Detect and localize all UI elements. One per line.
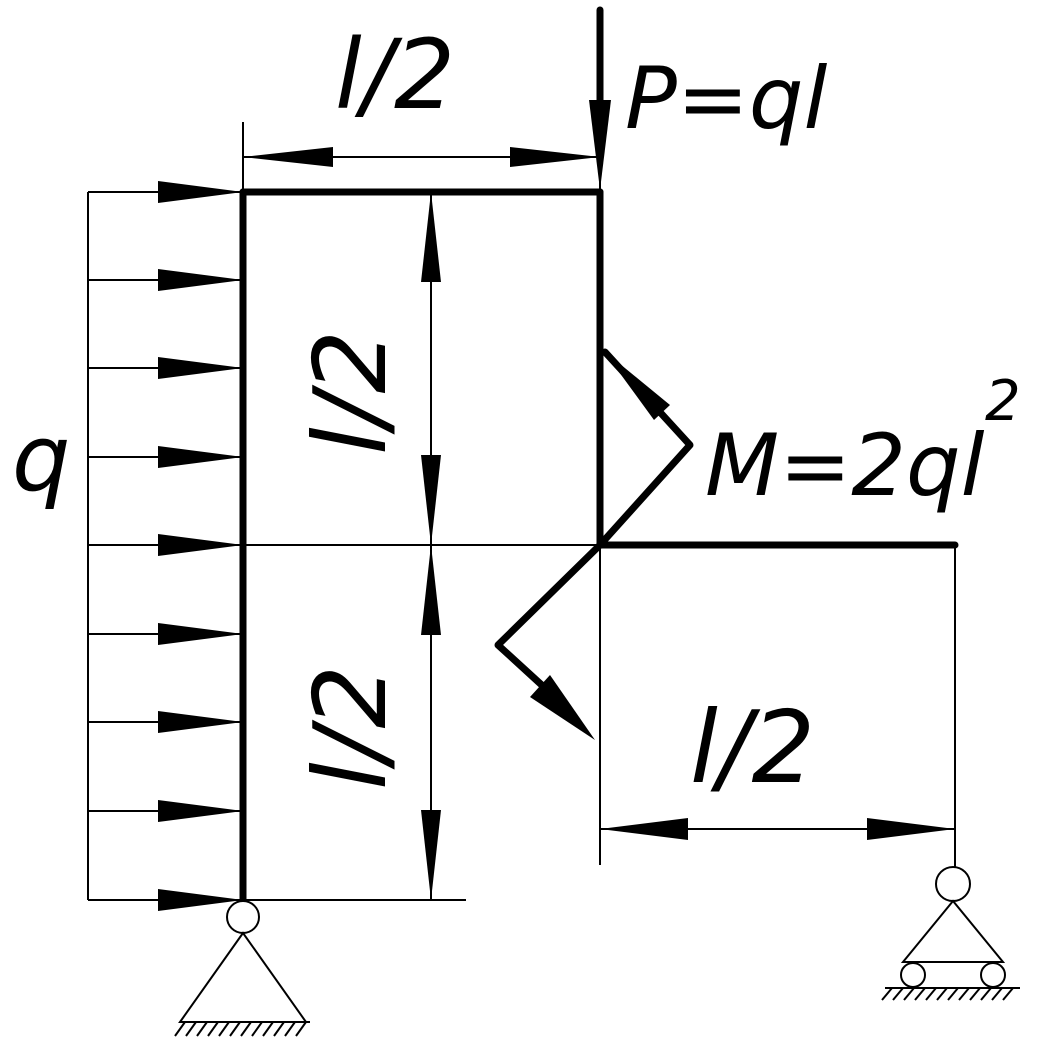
left-vertical-dimension: l/2 l/2: [243, 192, 466, 901]
right-roller-hinge: [935, 866, 971, 902]
force-p: P=ql: [589, 6, 828, 190]
left-pin-support: [174, 900, 310, 1037]
moment-lower-arm: [494, 541, 604, 692]
top-dim-label: l/2: [335, 19, 455, 131]
left-upper-dim-label: l/2: [292, 330, 409, 455]
top-dimension: l/2: [242, 10, 601, 192]
right-roller-wheel-left: [900, 962, 926, 988]
moment-m: M=2ql 2: [494, 348, 1021, 740]
moment-label: M=2ql: [705, 416, 985, 516]
right-ground-hatch: [881, 987, 1014, 1001]
right-roller-triangle: [900, 899, 1006, 963]
right-roller-support: [881, 866, 1020, 1001]
force-label: P=ql: [625, 49, 828, 149]
left-ground-hatch: [174, 1021, 307, 1037]
left-lower-dim-label: l/2: [292, 665, 409, 790]
left-pin-hinge: [226, 900, 260, 934]
moment-upper-arm: [596, 348, 694, 549]
bottom-right-dim-label: l/2: [690, 689, 815, 806]
load-label-q: q: [12, 405, 70, 512]
left-pin-triangle: [178, 931, 308, 1023]
moment-exponent: 2: [985, 369, 1021, 434]
bottom-right-dimension: l/2: [599, 545, 956, 868]
right-roller-wheel-right: [980, 962, 1006, 988]
